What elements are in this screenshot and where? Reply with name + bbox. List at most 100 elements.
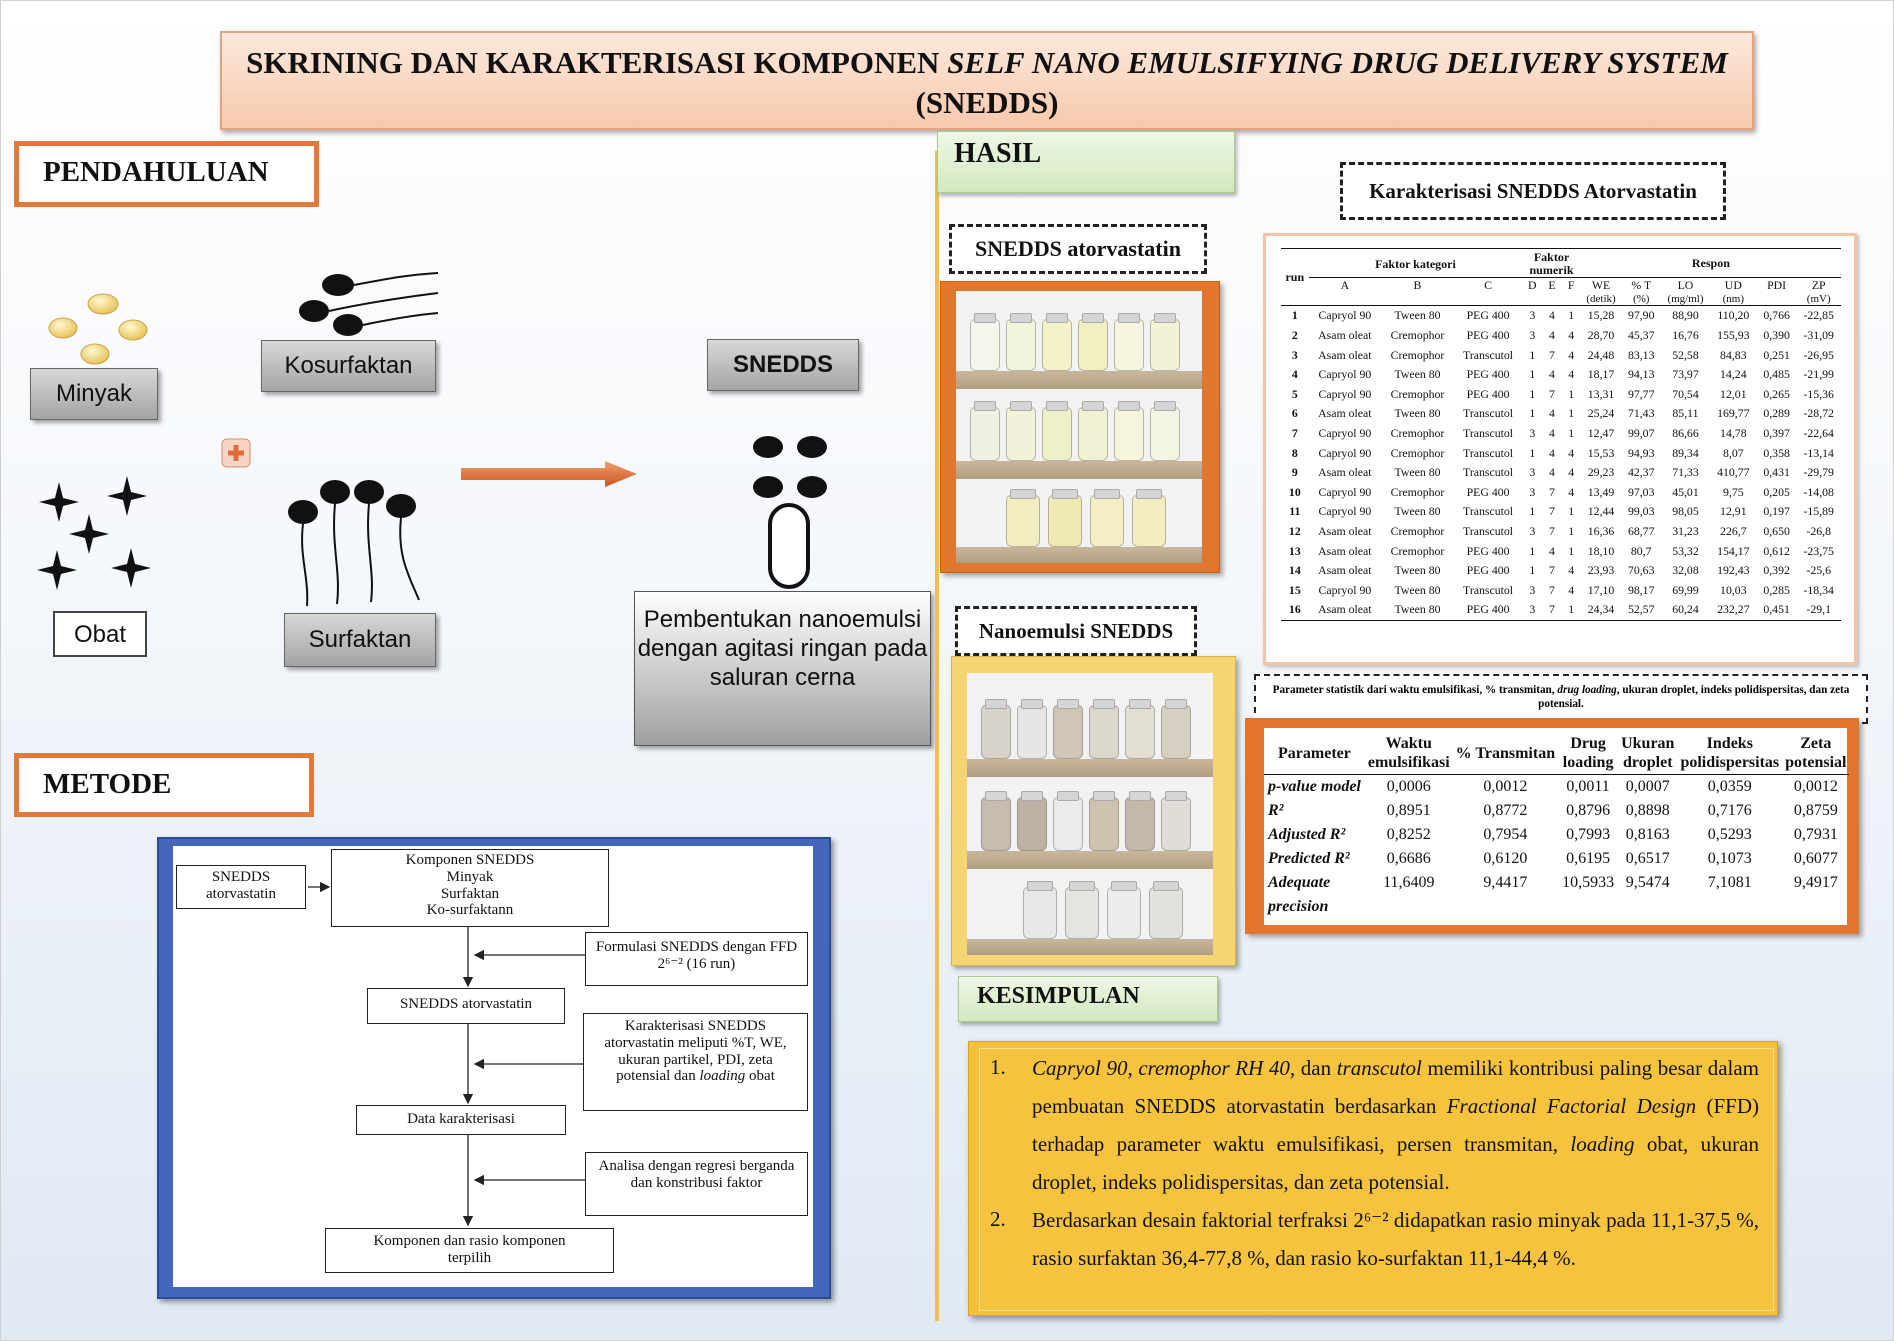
t1-cell: Asam oleat xyxy=(1318,465,1372,480)
t1-unit-cell: (mV) xyxy=(1806,293,1831,306)
kesimpulan-text-segment: cremophor RH 40 xyxy=(1138,1056,1290,1080)
flowchart-connectors xyxy=(308,881,585,1227)
t1-cell: PEG 400 xyxy=(1466,484,1510,499)
t1-cell: 1 xyxy=(1568,425,1575,440)
t1-cell: 0,289 xyxy=(1763,406,1790,421)
plus-icon xyxy=(221,438,251,468)
t1-cell: 0,358 xyxy=(1763,445,1790,460)
t1-col-header: % T xyxy=(1631,278,1652,293)
t1-cell: 4 xyxy=(1568,563,1575,578)
t1-run-cell: 9 xyxy=(1291,465,1298,480)
kesimpulan-item-1: Capryol 90, cremophor RH 40, dan transcu… xyxy=(1032,1049,1759,1201)
t1-cell: 69,99 xyxy=(1672,582,1699,597)
t2-cell: 0,8163 xyxy=(1625,826,1670,844)
snedds-atorvastatin-label: SNEDDS atorvastatin xyxy=(949,224,1207,274)
t1-unit-cell: (mg/ml) xyxy=(1667,293,1704,306)
t1-cell: Asam oleat xyxy=(1318,543,1372,558)
t2-cell: 0,6686 xyxy=(1386,850,1431,868)
kosurfaktan-label: Kosurfaktan xyxy=(261,340,436,392)
t1-cell: -29,79 xyxy=(1803,465,1834,480)
metode-flowchart: SNEDDS atorvastatin Komponen SNEDDS Miny… xyxy=(173,846,813,1287)
t2-header-line: emulsifikasi xyxy=(1367,754,1450,772)
t1-cell: PEG 400 xyxy=(1466,308,1510,323)
t1-cell: Tween 80 xyxy=(1394,367,1441,382)
kesimpulan-num-1: 1. xyxy=(990,1055,1006,1079)
kesimpulan-text-segment: Berdasarkan desain faktorial terfraksi 2… xyxy=(1032,1208,1759,1270)
t1-cell: Tween 80 xyxy=(1394,602,1441,617)
t1-unit-cell xyxy=(1522,293,1542,306)
t1-unit-cell xyxy=(1757,293,1797,306)
t1-run-cell: 1 xyxy=(1291,308,1298,323)
t1-cell: 45,37 xyxy=(1627,327,1655,342)
t1-cell: 28,70 xyxy=(1587,327,1615,342)
t1-cell: 154,17 xyxy=(1717,543,1750,558)
t1-cell: 13,49 xyxy=(1587,484,1615,499)
t1-col-header: E xyxy=(1548,278,1556,293)
t1-cell: Tween 80 xyxy=(1394,406,1441,421)
t1-cell: Asam oleat xyxy=(1318,563,1372,578)
section-kesimpulan: KESIMPULAN xyxy=(958,976,1218,1022)
t1-cell: 4 xyxy=(1568,445,1575,460)
t1-cell: 232,27 xyxy=(1717,602,1750,617)
t1-cell: 15,53 xyxy=(1587,445,1615,460)
t1-cell: 42,37 xyxy=(1627,465,1655,480)
t2-cell: 10,5933 xyxy=(1562,874,1615,892)
t2-col-header: % Transmitan xyxy=(1453,732,1558,775)
t1-cell: 3 xyxy=(1529,308,1536,323)
title-line2: (SNEDDS) xyxy=(915,84,1059,120)
t1-col-header: F xyxy=(1567,278,1575,293)
t1-cell: 99,07 xyxy=(1627,425,1655,440)
kesimpulan-item-2: Berdasarkan desain faktorial terfraksi 2… xyxy=(1032,1201,1759,1277)
t1-cell: 52,58 xyxy=(1672,347,1699,362)
t1-cell: -22,85 xyxy=(1803,308,1834,323)
t2-header-line: loading xyxy=(1562,754,1614,772)
t1-cell: 7 xyxy=(1549,386,1555,401)
t1-cell: 94,93 xyxy=(1627,445,1655,460)
t2-param-label: R² xyxy=(1268,802,1284,820)
t1-cell: 4 xyxy=(1568,484,1575,499)
t1-cell: 84,83 xyxy=(1720,347,1747,362)
t1-cell: 4 xyxy=(1549,367,1555,382)
kesimpulan-text-segment: , xyxy=(1127,1056,1139,1080)
t2-cell: 0,6195 xyxy=(1566,850,1611,868)
flow-node-analisa: Analisa dengan regresi berganda dan kons… xyxy=(585,1152,808,1216)
surfaktan-label: Surfaktan xyxy=(284,613,436,667)
t1-cell: 71,43 xyxy=(1627,406,1655,421)
t1-cell: 0,397 xyxy=(1763,425,1790,440)
t1-cell: 31,23 xyxy=(1672,523,1699,538)
t1-cell: 410,77 xyxy=(1717,465,1750,480)
t1-cell: 97,90 xyxy=(1627,308,1655,323)
micelle-icon xyxy=(753,436,827,589)
cosurfactant-molecule-icon xyxy=(299,272,439,336)
t1-cell: 80,7 xyxy=(1630,543,1652,558)
flow-node-komponen: Komponen SNEDDS Minyak Surfaktan Ko-surf… xyxy=(331,849,609,927)
t1-unit-cell xyxy=(1309,293,1381,306)
t1-cell: 12,01 xyxy=(1720,386,1747,401)
t1-cell: 89,34 xyxy=(1672,445,1699,460)
t1-cell: 1 xyxy=(1568,308,1575,323)
t1-col-header: ZP xyxy=(1811,278,1826,293)
t1-cell: -15,36 xyxy=(1803,386,1834,401)
t1-cell: Asam oleat xyxy=(1318,327,1372,342)
t1-cell: 97,03 xyxy=(1627,484,1655,499)
kesimpulan-text-segment: loading xyxy=(1570,1132,1635,1156)
t1-cell: -18,34 xyxy=(1803,582,1834,597)
arrow-right-icon xyxy=(461,461,637,487)
snedds-photo xyxy=(956,291,1202,563)
t1-cell: 85,11 xyxy=(1672,406,1699,421)
t1-cell: 23,93 xyxy=(1587,563,1615,578)
t2-cell: 0,8759 xyxy=(1793,802,1838,820)
t1-cell: 14,78 xyxy=(1720,425,1747,440)
